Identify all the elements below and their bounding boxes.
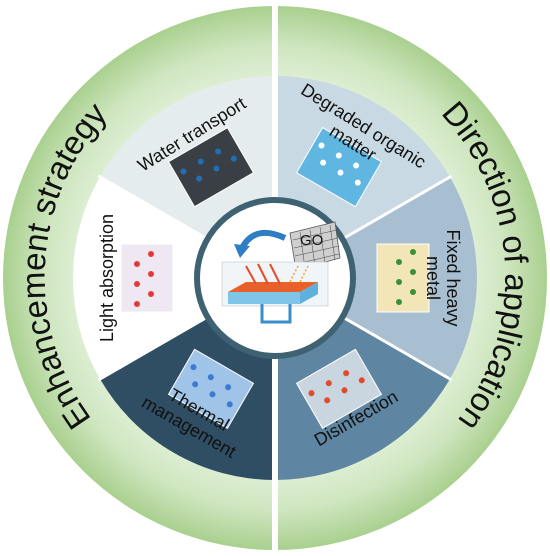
light-absorption-image	[120, 243, 174, 313]
blue-arrowhead-icon	[234, 244, 250, 258]
segment-label-line: metal	[423, 256, 443, 300]
segment-pictures	[120, 126, 430, 430]
segment-label-line: Light absorption	[97, 214, 117, 342]
blue-arrow-icon	[239, 229, 287, 250]
thermal-management-image	[167, 348, 255, 430]
center-hub: GO	[194, 197, 356, 359]
segment-divider	[97, 174, 207, 240]
go-label: GO	[300, 232, 323, 249]
segment-divider	[97, 316, 207, 382]
segment-divider	[343, 316, 453, 382]
degraded-organic-matter-image	[295, 126, 383, 208]
segment-label-2: Fixed heavymetal	[423, 229, 463, 326]
water-transport-membrane-image	[167, 126, 255, 208]
fixed-heavy-metal-image	[376, 243, 430, 313]
segment-divider	[343, 174, 453, 240]
disinfection-image	[295, 348, 383, 430]
segment-label-5: Light absorption	[97, 214, 117, 342]
evaporator-schematic-icon	[221, 261, 329, 324]
segment-label-line: Fixed heavy	[443, 229, 463, 326]
